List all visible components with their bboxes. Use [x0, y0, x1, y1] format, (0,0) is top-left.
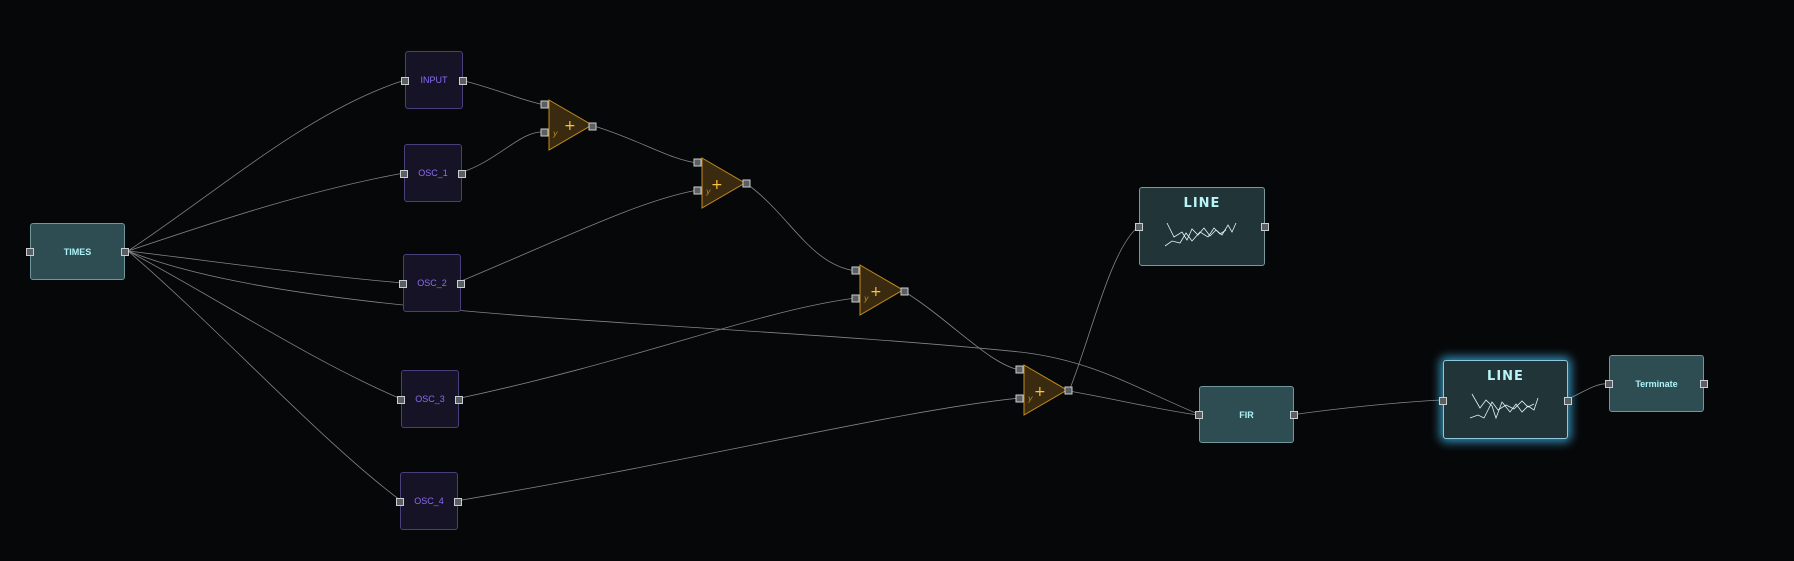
- input-port[interactable]: [1439, 397, 1447, 405]
- output-port[interactable]: [121, 248, 129, 256]
- node-label: OSC_3: [415, 394, 445, 404]
- input-port[interactable]: [1195, 411, 1203, 419]
- node-label: LINE: [1487, 369, 1524, 384]
- input-port[interactable]: [396, 498, 404, 506]
- wire-adder4-fir: [1068, 390, 1199, 416]
- output-port[interactable]: [458, 170, 466, 178]
- wires: [127, 79, 1610, 502]
- osc1-node[interactable]: OSC_1: [400, 144, 466, 202]
- node-label: OSC_2: [417, 278, 447, 288]
- node-label: OSC_1: [418, 168, 448, 178]
- adder-3[interactable]: + y: [859, 264, 904, 316]
- line-display-node[interactable]: LINE: [1135, 187, 1269, 266]
- input-port[interactable]: [397, 396, 405, 404]
- node-label: Terminate: [1635, 378, 1678, 389]
- output-port[interactable]: [459, 77, 467, 85]
- node-label: INPUT: [420, 75, 448, 85]
- osc2-node[interactable]: OSC_2: [399, 254, 465, 312]
- wire-times-fir: [127, 250, 1199, 415]
- adder-port-label: y: [1027, 394, 1033, 403]
- wire-fir-line2: [1290, 399, 1443, 416]
- wire-adder4-line1: [1068, 226, 1139, 392]
- node-label: LINE: [1183, 196, 1221, 211]
- adder-symbol: +: [870, 284, 882, 300]
- wire-osc2-adder2: [458, 189, 699, 283]
- adder-2[interactable]: + y: [701, 157, 746, 209]
- node-label: TIMES: [63, 246, 92, 257]
- adder-port-label: y: [863, 294, 869, 303]
- adder-4[interactable]: + y: [1023, 364, 1068, 416]
- adder-triangle-icon: [701, 157, 746, 209]
- output-port[interactable]: [457, 280, 465, 288]
- wire-times-osc4: [127, 250, 401, 501]
- input-port[interactable]: [26, 248, 34, 256]
- adder-triangle-icon: [548, 99, 593, 151]
- input-port[interactable]: [401, 77, 409, 85]
- output-port[interactable]: [1261, 223, 1269, 231]
- output-port[interactable]: [455, 396, 463, 404]
- wire-times-input: [127, 79, 406, 252]
- node-label: FIR: [1239, 409, 1254, 420]
- wire-times-osc1: [127, 172, 405, 252]
- output-port[interactable]: [454, 498, 462, 506]
- wire-osc3-adder3: [455, 297, 857, 400]
- terminate-node[interactable]: Terminate: [1605, 355, 1708, 412]
- output-port[interactable]: [1564, 397, 1572, 405]
- output-port[interactable]: [1290, 411, 1298, 419]
- wire-adder2-adder3: [746, 183, 857, 272]
- adder-triangle-icon: [1023, 364, 1068, 416]
- waveform-preview-icon: [1469, 393, 1538, 420]
- adder-symbol: +: [1034, 384, 1046, 400]
- fir-node[interactable]: FIR: [1195, 386, 1298, 443]
- wire-times-osc2: [127, 250, 404, 284]
- input-node[interactable]: INPUT: [401, 51, 467, 109]
- output-port[interactable]: [1700, 380, 1708, 388]
- adder-port-label: y: [705, 187, 711, 196]
- wire-input-adder1: [460, 79, 546, 106]
- wire-adder1-adder2: [593, 125, 699, 164]
- input-port[interactable]: [399, 280, 407, 288]
- input-port[interactable]: [1135, 223, 1143, 231]
- adder-symbol: +: [564, 118, 576, 134]
- node-label: OSC_4: [414, 496, 444, 506]
- adder-1[interactable]: + y: [548, 99, 593, 151]
- adder-port-label: y: [552, 129, 558, 138]
- adder-symbol: +: [711, 177, 723, 193]
- osc4-node[interactable]: OSC_4: [396, 472, 462, 530]
- wire-osc4-adder4: [455, 397, 1021, 502]
- wire-adder3-adder4: [904, 291, 1021, 371]
- wire-osc1-adder1: [459, 131, 546, 174]
- input-port[interactable]: [400, 170, 408, 178]
- waveform-preview-icon: [1164, 222, 1237, 247]
- input-port[interactable]: [1605, 380, 1613, 388]
- adder-triangle-icon: [859, 264, 904, 316]
- times-node[interactable]: TIMES: [26, 223, 129, 280]
- line-display-node-selected[interactable]: LINE: [1439, 360, 1572, 439]
- wire-times-osc3: [127, 250, 402, 400]
- adder-ports[interactable]: [540, 100, 1073, 403]
- osc3-node[interactable]: OSC_3: [397, 370, 463, 428]
